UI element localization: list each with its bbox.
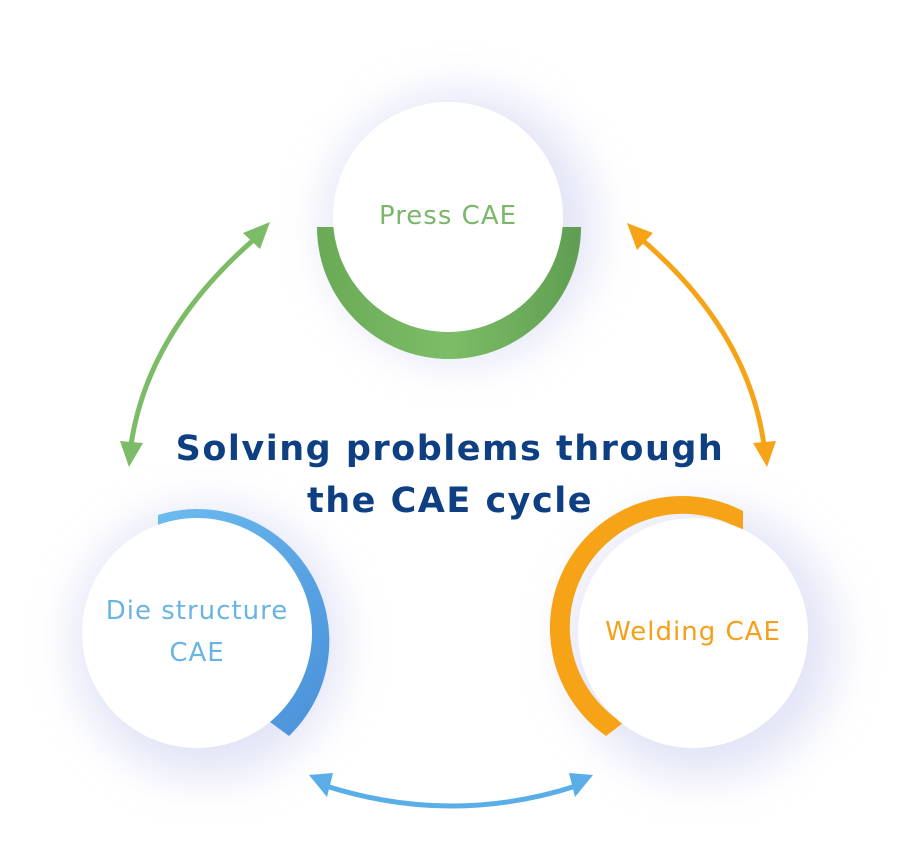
die-circle	[82, 518, 312, 748]
diagram-title-line1: Solving problems through	[175, 429, 725, 469]
arrow-bottom-shaft	[325, 783, 577, 809]
die-structure-label-line2: CAE	[169, 638, 225, 668]
arrow-bottom-head-right	[569, 773, 593, 797]
arrow-left-shaft	[128, 234, 260, 446]
arrow-right-head-top	[627, 223, 653, 250]
press-arc	[317, 227, 581, 359]
press-circle	[333, 102, 563, 332]
diagram-title-line2: the CAE cycle	[307, 481, 593, 521]
arrow-right-head-bottom	[753, 441, 776, 467]
welding-cae-label: Welding CAE	[605, 617, 781, 648]
arrow-right-shaft	[638, 236, 767, 446]
arrow-left-head-top	[243, 222, 270, 249]
die-structure-label-line1: Die structure	[105, 596, 289, 627]
welding-cae-node: Welding CAE	[578, 518, 808, 748]
arrow-left-head-bottom	[120, 441, 143, 467]
die-structure-cae-node: Die structure CAE	[82, 518, 312, 748]
press-cae-node: Press CAE	[333, 102, 563, 332]
press-cae-label: Press CAE	[378, 201, 518, 232]
diagram-title: Solving problems through the CAE cycle	[150, 423, 750, 527]
weld-circle	[578, 518, 808, 748]
arrow-bottom-head-left	[309, 773, 333, 797]
weld-arc	[549, 496, 743, 736]
